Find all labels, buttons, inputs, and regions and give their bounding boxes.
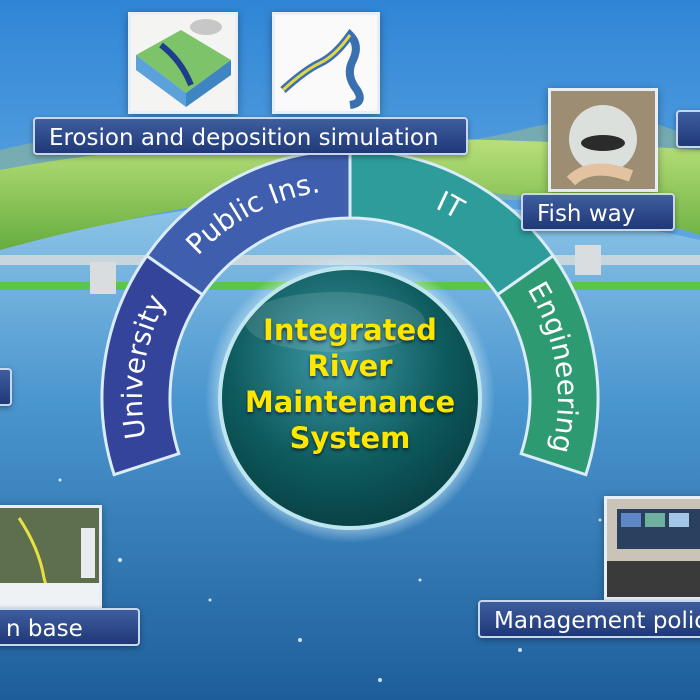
left-edge-label-fragment	[0, 368, 12, 406]
database-base-label: n base	[0, 608, 140, 646]
ring-segment-1	[100, 253, 205, 477]
title-line-3: Maintenance	[244, 385, 456, 419]
erosion-simulation-label: Erosion and deposition simulation	[33, 117, 468, 155]
title-line-4: System	[289, 421, 411, 455]
control-room-thumbnail	[604, 496, 700, 600]
database-map-thumbnail	[0, 505, 102, 609]
erosion-terrain-thumbnail	[128, 12, 238, 114]
ring-segment-4	[495, 253, 600, 477]
river-map-thumbnail	[272, 12, 380, 114]
system-title: Integrated River Maintenance System	[228, 312, 472, 456]
fishway-label: Fish way	[521, 193, 675, 231]
management-policy-label: Management polic	[478, 600, 700, 638]
fishway-sensor-thumbnail	[548, 88, 658, 192]
title-line-1: Integrated	[263, 313, 437, 347]
right-edge-label-fragment	[676, 110, 700, 148]
title-line-2: River	[307, 349, 393, 383]
